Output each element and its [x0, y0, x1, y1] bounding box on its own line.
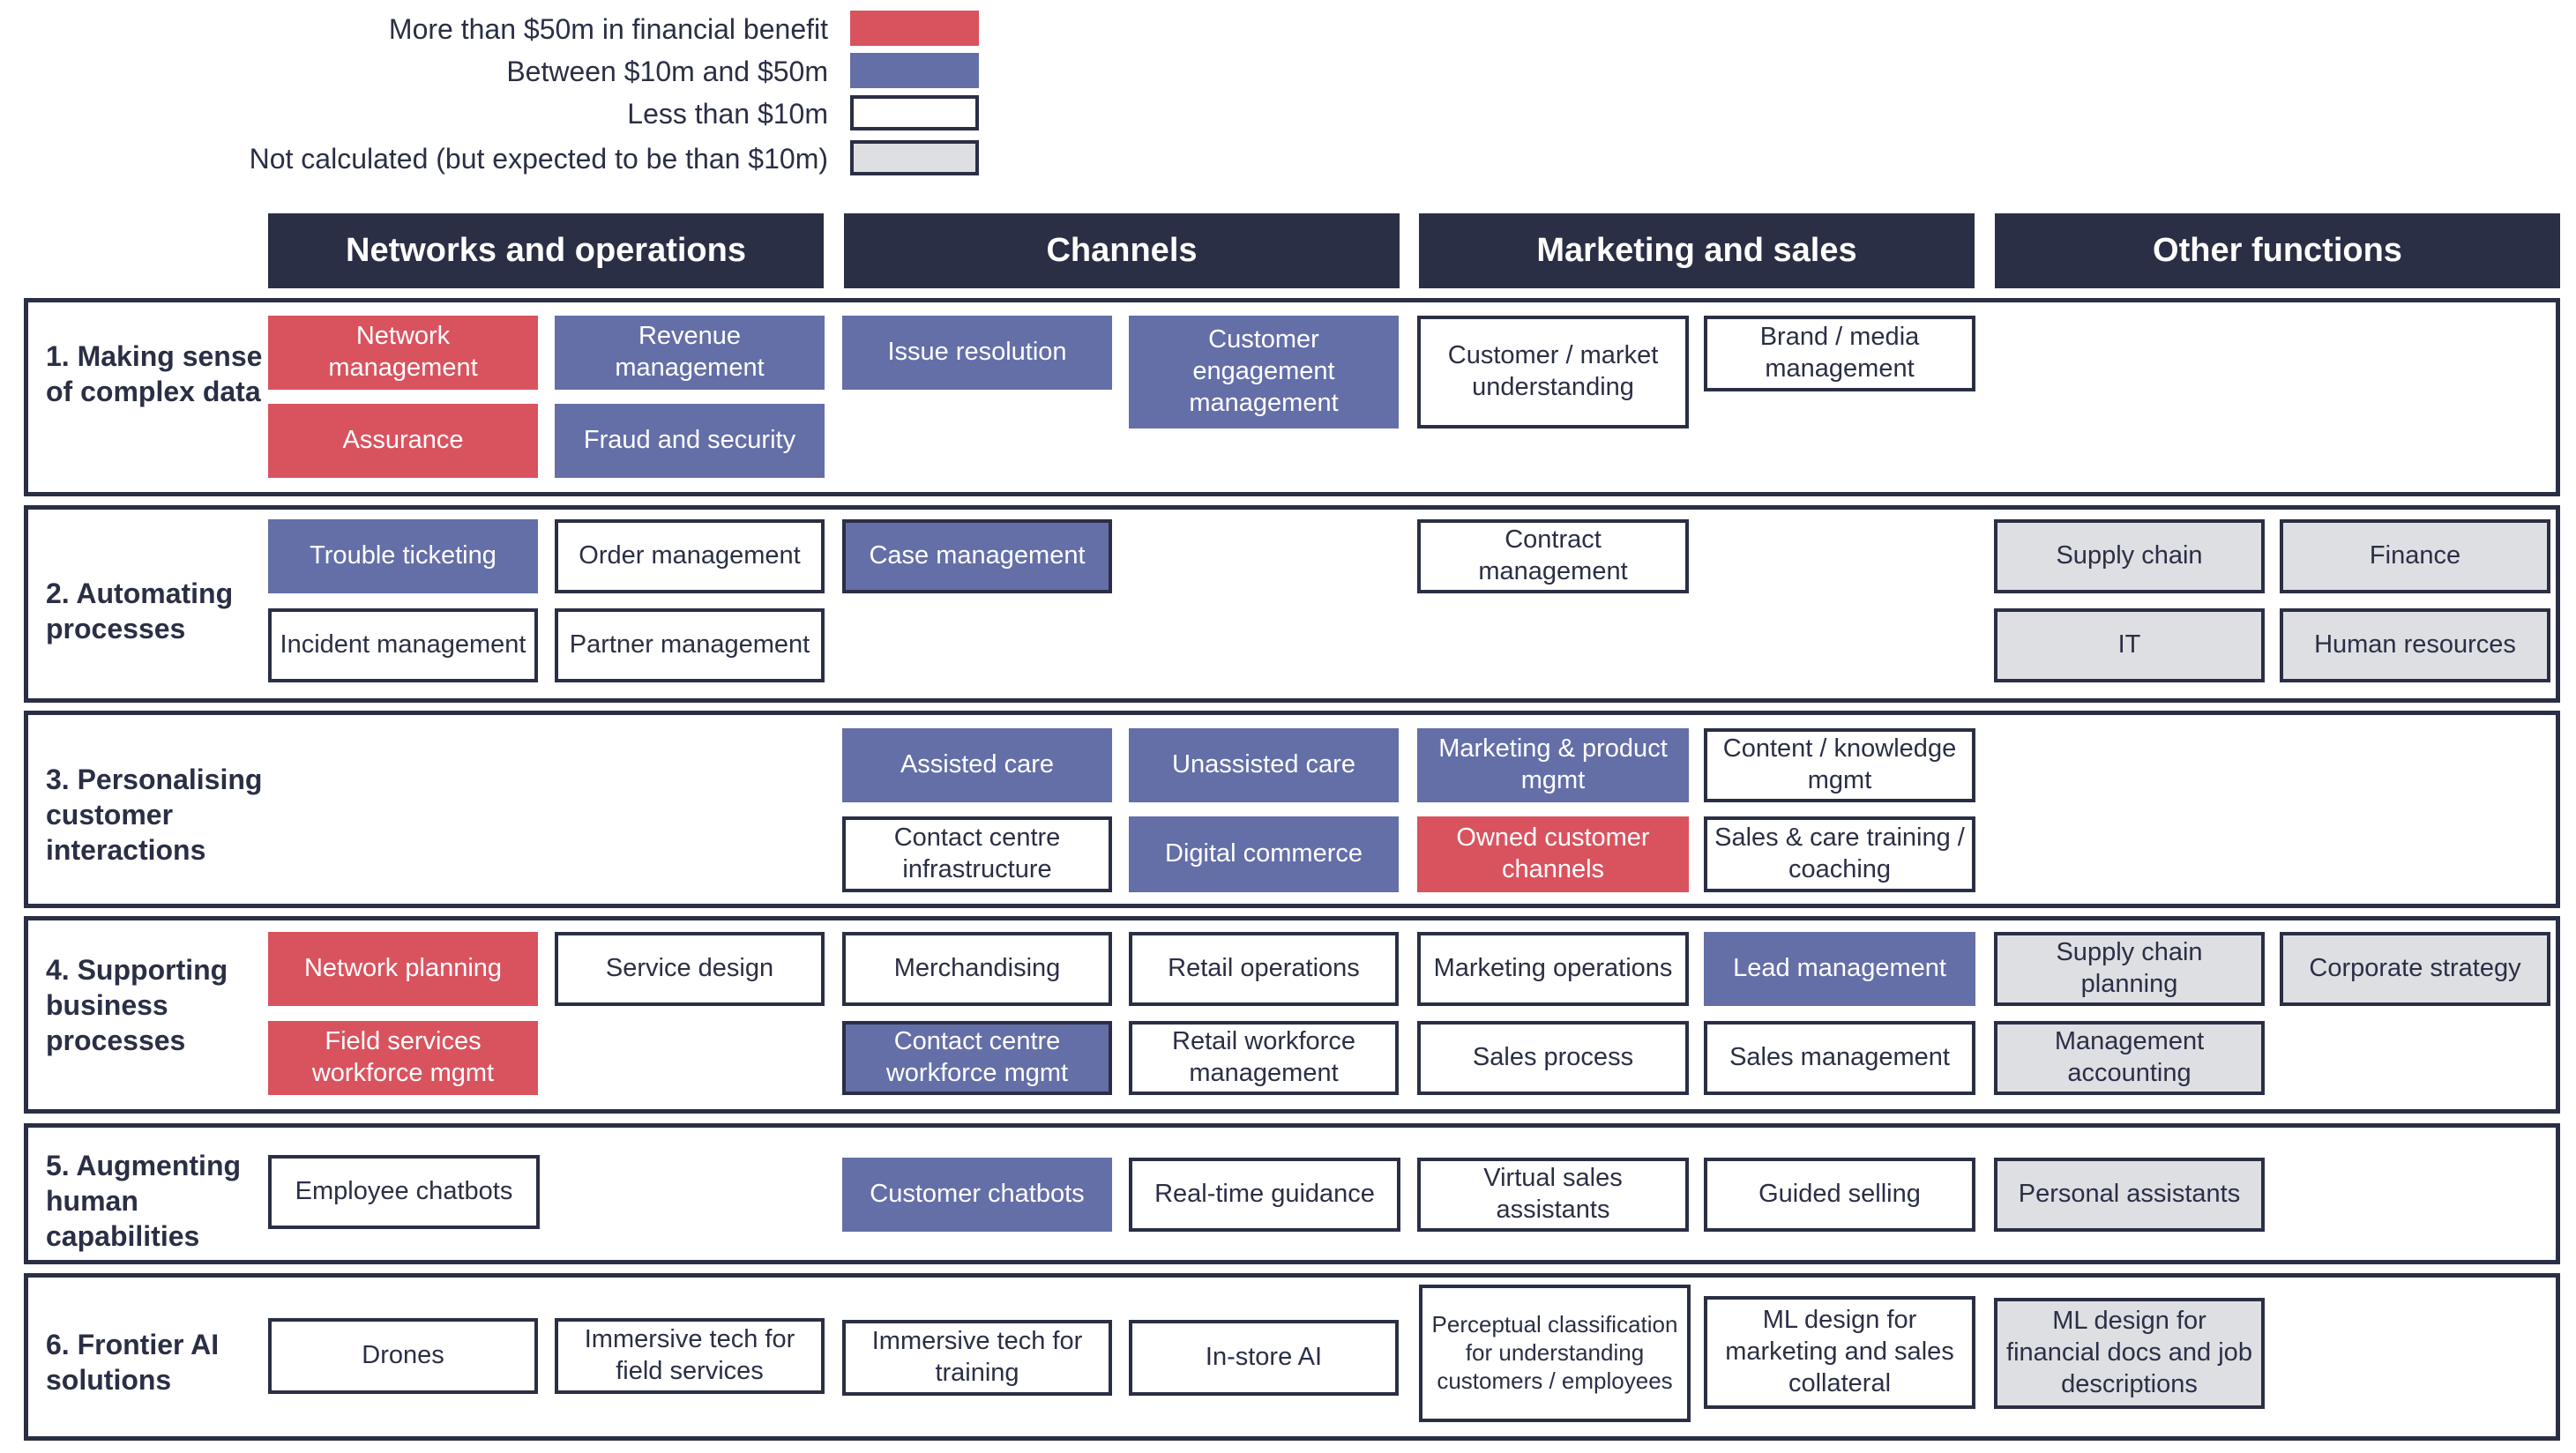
cell-case-management: Case management: [842, 519, 1112, 593]
column-header-other-functions: Other functions: [1995, 213, 2560, 288]
cell-ml-design-financial-docs: ML design for financial docs and job des…: [1994, 1298, 2265, 1409]
row-label-5: 5. Augmenting human capabilities: [46, 1150, 242, 1252]
row-label-3: 3. Personalising customer interactions: [46, 764, 263, 866]
cell-order-management: Order management: [555, 519, 825, 593]
cell-employee-chatbots: Employee chatbots: [268, 1155, 540, 1229]
legend-label-grey: Not calculated (but expected to be than …: [249, 143, 828, 175]
row-frame-3: [24, 711, 2560, 908]
row-frame-5: [24, 1123, 2560, 1264]
cell-finance: Finance: [2280, 519, 2550, 593]
cell-it: IT: [1994, 608, 2265, 682]
column-header-marketing-sales: Marketing and sales: [1419, 213, 1975, 288]
cell-partner-management: Partner management: [555, 608, 825, 682]
cell-assurance: Assurance: [268, 404, 538, 478]
cell-owned-customer-channels: Owned customer channels: [1417, 816, 1689, 892]
cell-service-design: Service design: [555, 932, 825, 1006]
cell-customer-market-understanding: Customer / market understanding: [1417, 316, 1689, 428]
cell-contact-centre-infrastructure: Contact centre infrastructure: [842, 816, 1112, 892]
cell-guided-selling: Guided selling: [1704, 1158, 1975, 1232]
legend-swatch-blue: [850, 53, 979, 88]
cell-perceptual-classification: Perceptual classification for understand…: [1419, 1285, 1691, 1422]
cell-supply-chain: Supply chain: [1994, 519, 2265, 593]
cell-customer-chatbots: Customer chatbots: [842, 1158, 1112, 1232]
column-header-networks-operations: Networks and operations: [268, 213, 824, 288]
cell-content-knowledge-mgmt: Content / knowledge mgmt: [1704, 728, 1975, 802]
cell-sales-care-training-coaching: Sales & care training / coaching: [1704, 816, 1975, 892]
cell-in-store-ai: In-store AI: [1129, 1320, 1399, 1396]
cell-sales-process: Sales process: [1417, 1021, 1689, 1095]
legend-label-blue: Between $10m and $50m: [506, 56, 828, 87]
cell-fraud-and-security: Fraud and security: [555, 404, 825, 478]
row-label-4: 4. Supporting business processes: [46, 954, 228, 1056]
cell-retail-operations: Retail operations: [1129, 932, 1399, 1006]
cell-trouble-ticketing: Trouble ticketing: [268, 519, 538, 593]
row-label-1: 1. Making sense of complex data: [46, 340, 263, 407]
cell-contract-management: Contract management: [1417, 519, 1689, 593]
cell-corporate-strategy: Corporate strategy: [2280, 932, 2550, 1006]
cell-field-services-workforce-mgmt: Field services workforce mgmt: [268, 1021, 538, 1095]
cell-revenue-management: Revenue management: [555, 316, 825, 390]
cell-incident-management: Incident management: [268, 608, 538, 682]
row-label-6: 6. Frontier AI solutions: [46, 1329, 220, 1396]
cell-assisted-care: Assisted care: [842, 728, 1112, 802]
cell-retail-workforce-management: Retail workforce management: [1129, 1021, 1399, 1095]
cell-contact-centre-workforce-mgmt: Contact centre workforce mgmt: [842, 1021, 1112, 1095]
row-label-2: 2. Automating processes: [46, 577, 234, 645]
legend-swatch-white: [850, 95, 979, 130]
legend-label-white: Less than $10m: [627, 98, 828, 130]
cell-human-resources: Human resources: [2280, 608, 2550, 682]
row-frame-2: [24, 505, 2560, 703]
row-frame-1: [24, 298, 2560, 496]
cell-network-planning: Network planning: [268, 932, 538, 1006]
cell-immersive-tech-field-services: Immersive tech for field services: [555, 1318, 825, 1394]
cell-merchandising: Merchandising: [842, 932, 1112, 1006]
cell-virtual-sales-assistants: Virtual sales assistants: [1417, 1158, 1689, 1232]
cell-issue-resolution: Issue resolution: [842, 316, 1112, 390]
cell-real-time-guidance: Real-time guidance: [1129, 1158, 1400, 1232]
legend-swatch-grey: [850, 140, 979, 175]
cell-lead-management: Lead management: [1704, 932, 1975, 1006]
legend-swatch-red: [850, 11, 979, 46]
cell-sales-management: Sales management: [1704, 1021, 1975, 1095]
column-header-channels: Channels: [844, 213, 1400, 288]
row-frame-6: [24, 1273, 2560, 1441]
cell-digital-commerce: Digital commerce: [1129, 816, 1399, 892]
cell-management-accounting: Management accounting: [1994, 1021, 2265, 1095]
cell-ml-design-marketing-sales-collateral: ML design for marketing and sales collat…: [1704, 1296, 1975, 1409]
cell-brand-media-management: Brand / media management: [1704, 316, 1975, 391]
cell-unassisted-care: Unassisted care: [1129, 728, 1399, 802]
cell-marketing-operations: Marketing operations: [1417, 932, 1689, 1006]
cell-personal-assistants: Personal assistants: [1994, 1158, 2265, 1232]
row-frame-4: [24, 916, 2560, 1114]
cell-network-management: Network management: [268, 316, 538, 390]
cell-marketing-product-mgmt: Marketing & product mgmt: [1417, 728, 1689, 802]
legend-label-red: More than $50m in financial benefit: [388, 13, 828, 45]
cell-immersive-tech-training: Immersive tech for training: [842, 1320, 1112, 1396]
cell-drones: Drones: [268, 1318, 538, 1394]
cell-customer-engagement-management: Customer engagement management: [1129, 316, 1399, 428]
cell-supply-chain-planning: Supply chain planning: [1994, 932, 2265, 1006]
